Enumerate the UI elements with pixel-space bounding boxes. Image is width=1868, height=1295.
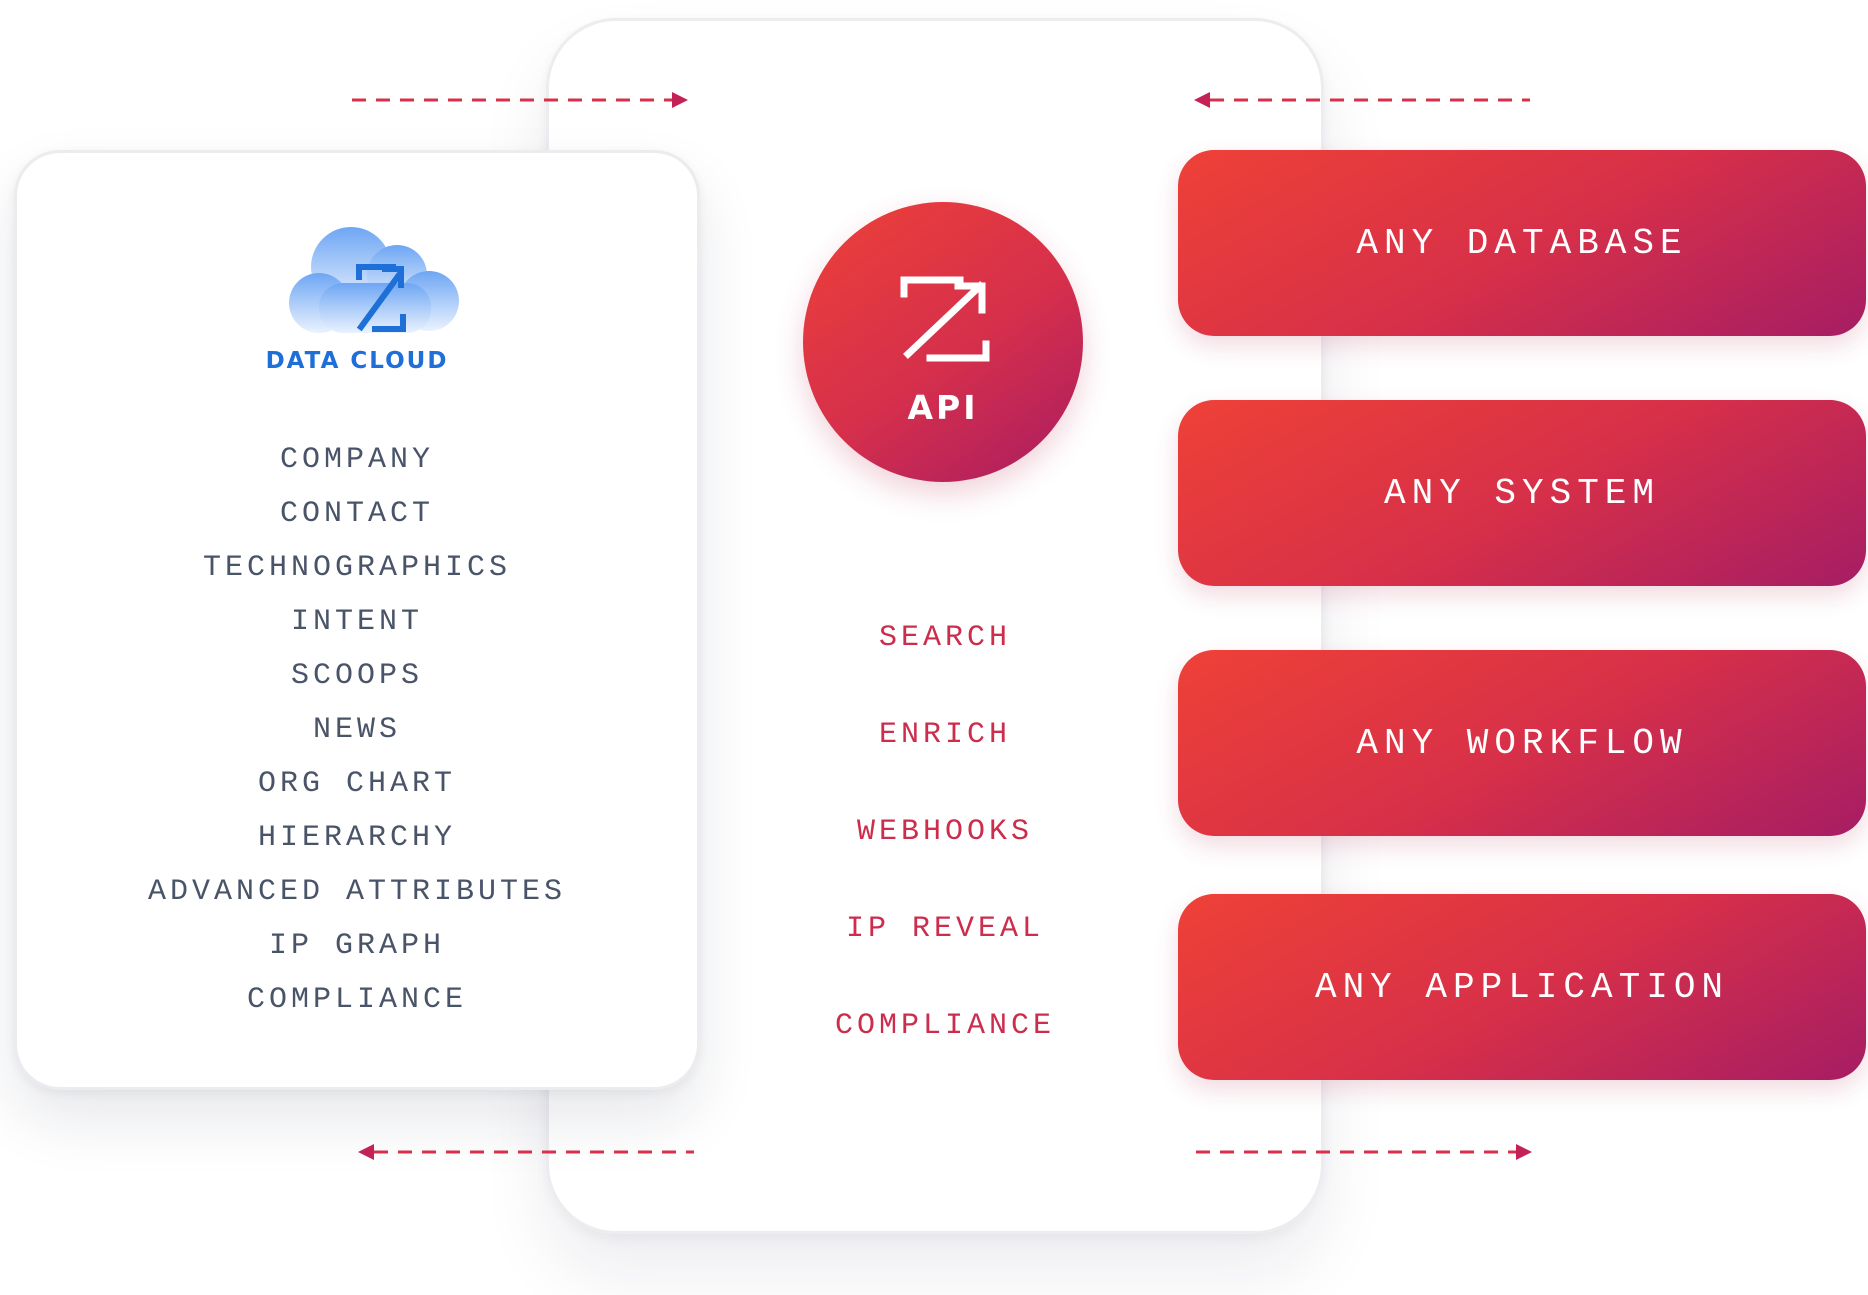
arrow-right-icon (352, 92, 688, 108)
target-box-application: ANY APPLICATION (1178, 894, 1866, 1080)
feature-item: WEBHOOKS (856, 815, 1034, 849)
target-box-workflow: ANY WORKFLOW (1178, 650, 1866, 836)
feature-item: ENRICH (878, 718, 1012, 752)
list-item: TECHNOGRAPHICS (202, 551, 512, 585)
data-cloud-title: DATA CLOUD (265, 348, 449, 374)
feature-item: SEARCH (878, 621, 1012, 655)
target-box-database: ANY DATABASE (1178, 150, 1866, 336)
list-item: COMPANY (279, 443, 435, 477)
list-item: INTENT (290, 605, 424, 639)
list-item: ORG CHART (257, 767, 457, 801)
api-label: API (907, 388, 979, 427)
target-box-system: ANY SYSTEM (1178, 400, 1866, 586)
data-cloud-card: DATA CLOUD COMPANY CONTACT TECHNOGRAPHIC… (14, 150, 700, 1090)
api-logo-icon (900, 276, 990, 362)
arrow-right-icon (1196, 1144, 1532, 1160)
target-label: ANY DATABASE (1356, 222, 1688, 264)
list-item: SCOOPS (290, 659, 424, 693)
data-cloud-logo-icon (289, 227, 459, 333)
arrow-left-icon (1194, 92, 1530, 108)
list-item: ADVANCED ATTRIBUTES (147, 875, 567, 909)
list-item: HIERARCHY (257, 821, 457, 855)
list-item: IP GRAPH (268, 929, 446, 963)
api-feature-list: SEARCH ENRICH WEBHOOKS IP REVEAL COMPLIA… (760, 590, 1130, 1075)
list-item: COMPLIANCE (246, 983, 468, 1017)
arrow-left-icon (358, 1144, 694, 1160)
target-label: ANY APPLICATION (1314, 966, 1730, 1008)
list-item: CONTACT (279, 497, 435, 531)
feature-item: IP REVEAL (845, 912, 1045, 946)
data-cloud-list: COMPANY CONTACT TECHNOGRAPHICS INTENT SC… (17, 433, 697, 1027)
api-circle: API (803, 202, 1083, 482)
list-item: NEWS (312, 713, 401, 747)
target-label: ANY SYSTEM (1383, 472, 1661, 514)
feature-item: COMPLIANCE (834, 1009, 1056, 1043)
target-label: ANY WORKFLOW (1356, 722, 1688, 764)
